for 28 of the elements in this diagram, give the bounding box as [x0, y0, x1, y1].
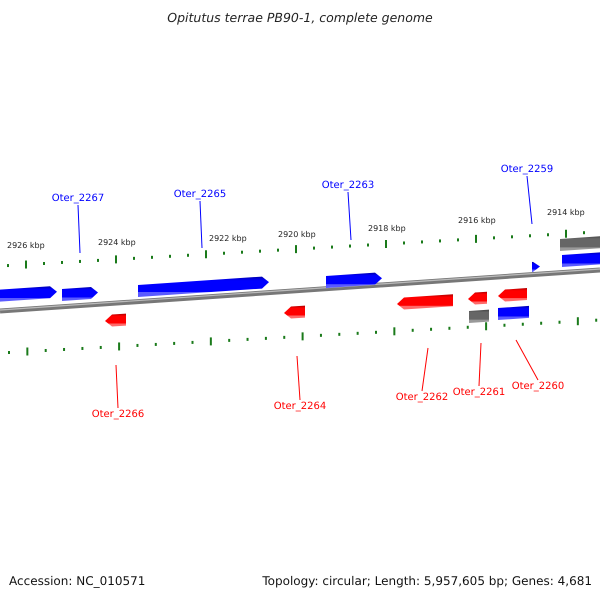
gene-label: Oter_2264	[274, 401, 326, 413]
leader-line	[200, 200, 202, 248]
leader-line	[78, 204, 80, 254]
leader-line	[516, 340, 538, 380]
gene-label: Oter_2265	[174, 189, 226, 201]
scale-label: 2922 kbp	[209, 234, 247, 244]
leader-line	[296, 356, 300, 400]
scale-label: 2914 kbp	[547, 208, 585, 218]
scale-label: 2926 kbp	[7, 241, 45, 251]
gene-label: Oter_2260	[512, 381, 564, 393]
scale-label: 2916 kbp	[458, 216, 496, 226]
scale-label: 2920 kbp	[278, 230, 316, 240]
leader-line	[526, 176, 532, 224]
gene-label: Oter_2263	[322, 180, 374, 192]
leader-line	[116, 364, 118, 408]
leader-line	[478, 342, 482, 386]
accession-text: Accession: NC_010571	[9, 574, 146, 589]
diagram-title: Opitutus terrae PB90-1, complete genome	[166, 10, 434, 25]
scale-label: 2924 kbp	[98, 238, 136, 248]
scale-label: 2918 kbp	[368, 224, 406, 234]
gene-label: Oter_2266	[92, 409, 144, 421]
gene-label: Oter_2262	[396, 392, 448, 404]
gene-label: Oter_2259	[500, 164, 554, 176]
gene-label: Oter_2267	[52, 193, 104, 205]
leader-line	[422, 348, 428, 392]
leader-line	[348, 192, 352, 240]
genome-summary-text: Topology: circular; Length: 5,957,605 bp; Genes: 4,681	[262, 574, 592, 589]
gene-label: Oter_2261	[452, 387, 506, 399]
